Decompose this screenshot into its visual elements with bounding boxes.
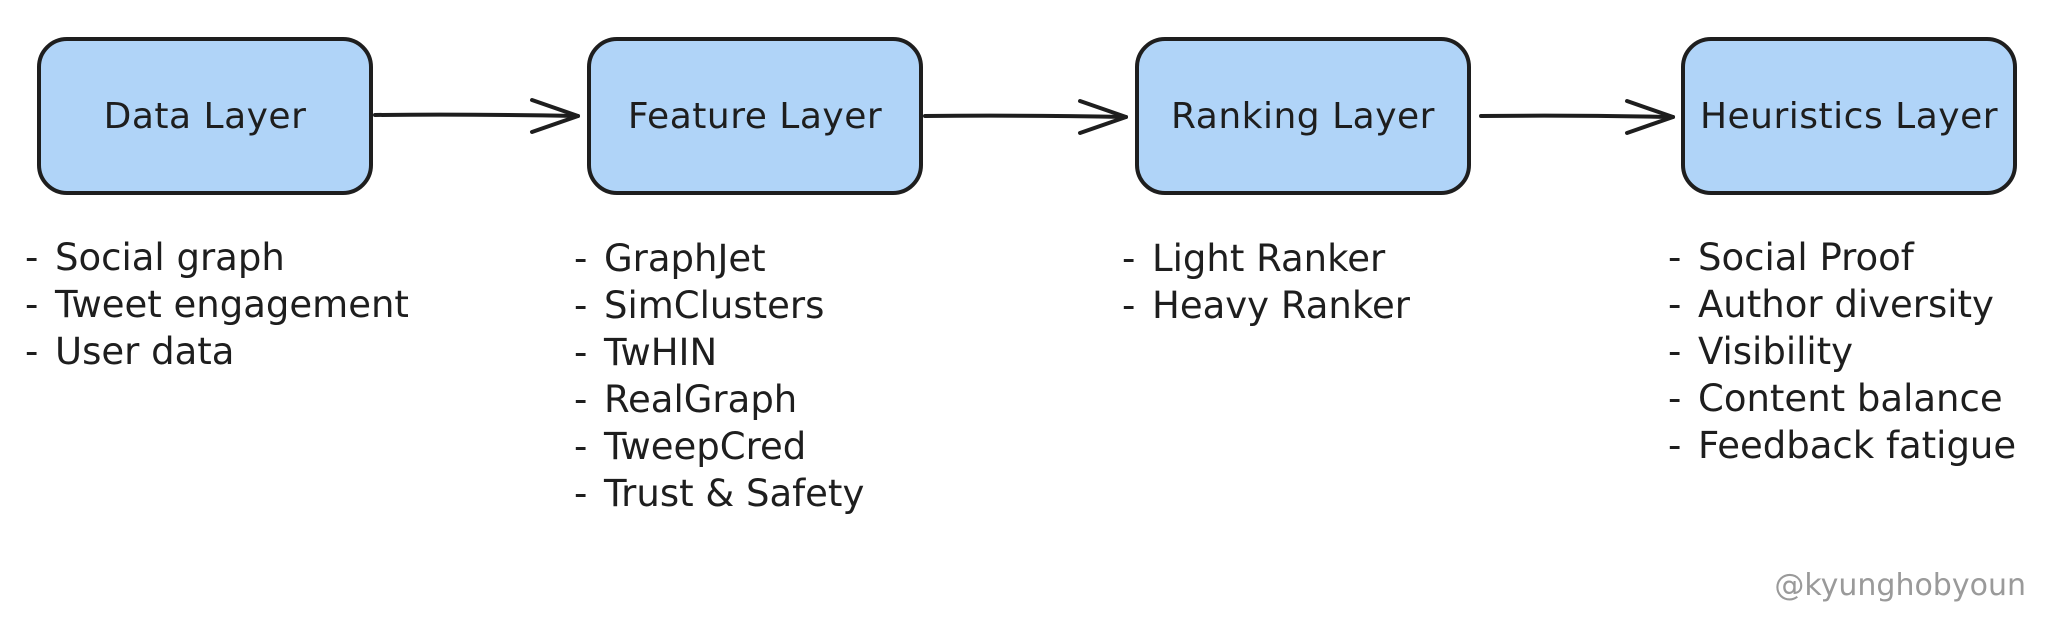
feature-layer-list: -GraphJet -SimClusters -TwHIN -RealGraph… xyxy=(574,235,864,517)
list-item: -Light Ranker xyxy=(1122,237,1386,280)
feature-layer-box: Feature Layer xyxy=(587,37,923,195)
list-item: -RealGraph xyxy=(574,378,798,421)
list-item: -Content balance xyxy=(1668,377,2003,420)
list-item: -Feedback fatigue xyxy=(1668,424,2017,467)
heuristics-layer-list: -Social Proof -Author diversity -Visibil… xyxy=(1668,234,2016,469)
list-item: -User data xyxy=(25,330,235,373)
feature-layer-title: Feature Layer xyxy=(627,95,883,137)
ranking-layer-box: Ranking Layer xyxy=(1135,37,1471,195)
list-item: -TwHIN xyxy=(574,331,718,374)
arrow-data-to-feature xyxy=(373,98,580,134)
data-layer-box: Data Layer xyxy=(37,37,373,195)
list-item: -Social graph xyxy=(25,236,285,279)
list-item: -Social Proof xyxy=(1668,236,1914,279)
data-layer-title: Data Layer xyxy=(103,95,307,137)
author-watermark: @kyunghobyoun xyxy=(1774,568,2026,603)
list-item: -Tweet engagement xyxy=(25,283,409,326)
list-item: -TweepCred xyxy=(574,425,807,468)
list-item: -Author diversity xyxy=(1668,283,1994,326)
data-layer-list: -Social graph -Tweet engagement -User da… xyxy=(25,234,409,375)
arrow-feature-to-ranking xyxy=(923,99,1128,135)
ranking-layer-list: -Light Ranker -Heavy Ranker xyxy=(1122,235,1410,329)
list-item: -Visibility xyxy=(1668,330,1854,373)
heuristics-layer-title: Heuristics Layer xyxy=(1699,95,1999,137)
list-item: -Heavy Ranker xyxy=(1122,284,1410,327)
heuristics-layer-box: Heuristics Layer xyxy=(1681,37,2017,195)
list-item: -GraphJet xyxy=(574,237,766,280)
arrow-ranking-to-heuristics xyxy=(1479,99,1675,135)
ranking-layer-title: Ranking Layer xyxy=(1171,95,1435,137)
list-item: -SimClusters xyxy=(574,284,825,327)
list-item: -Trust & Safety xyxy=(574,472,865,515)
